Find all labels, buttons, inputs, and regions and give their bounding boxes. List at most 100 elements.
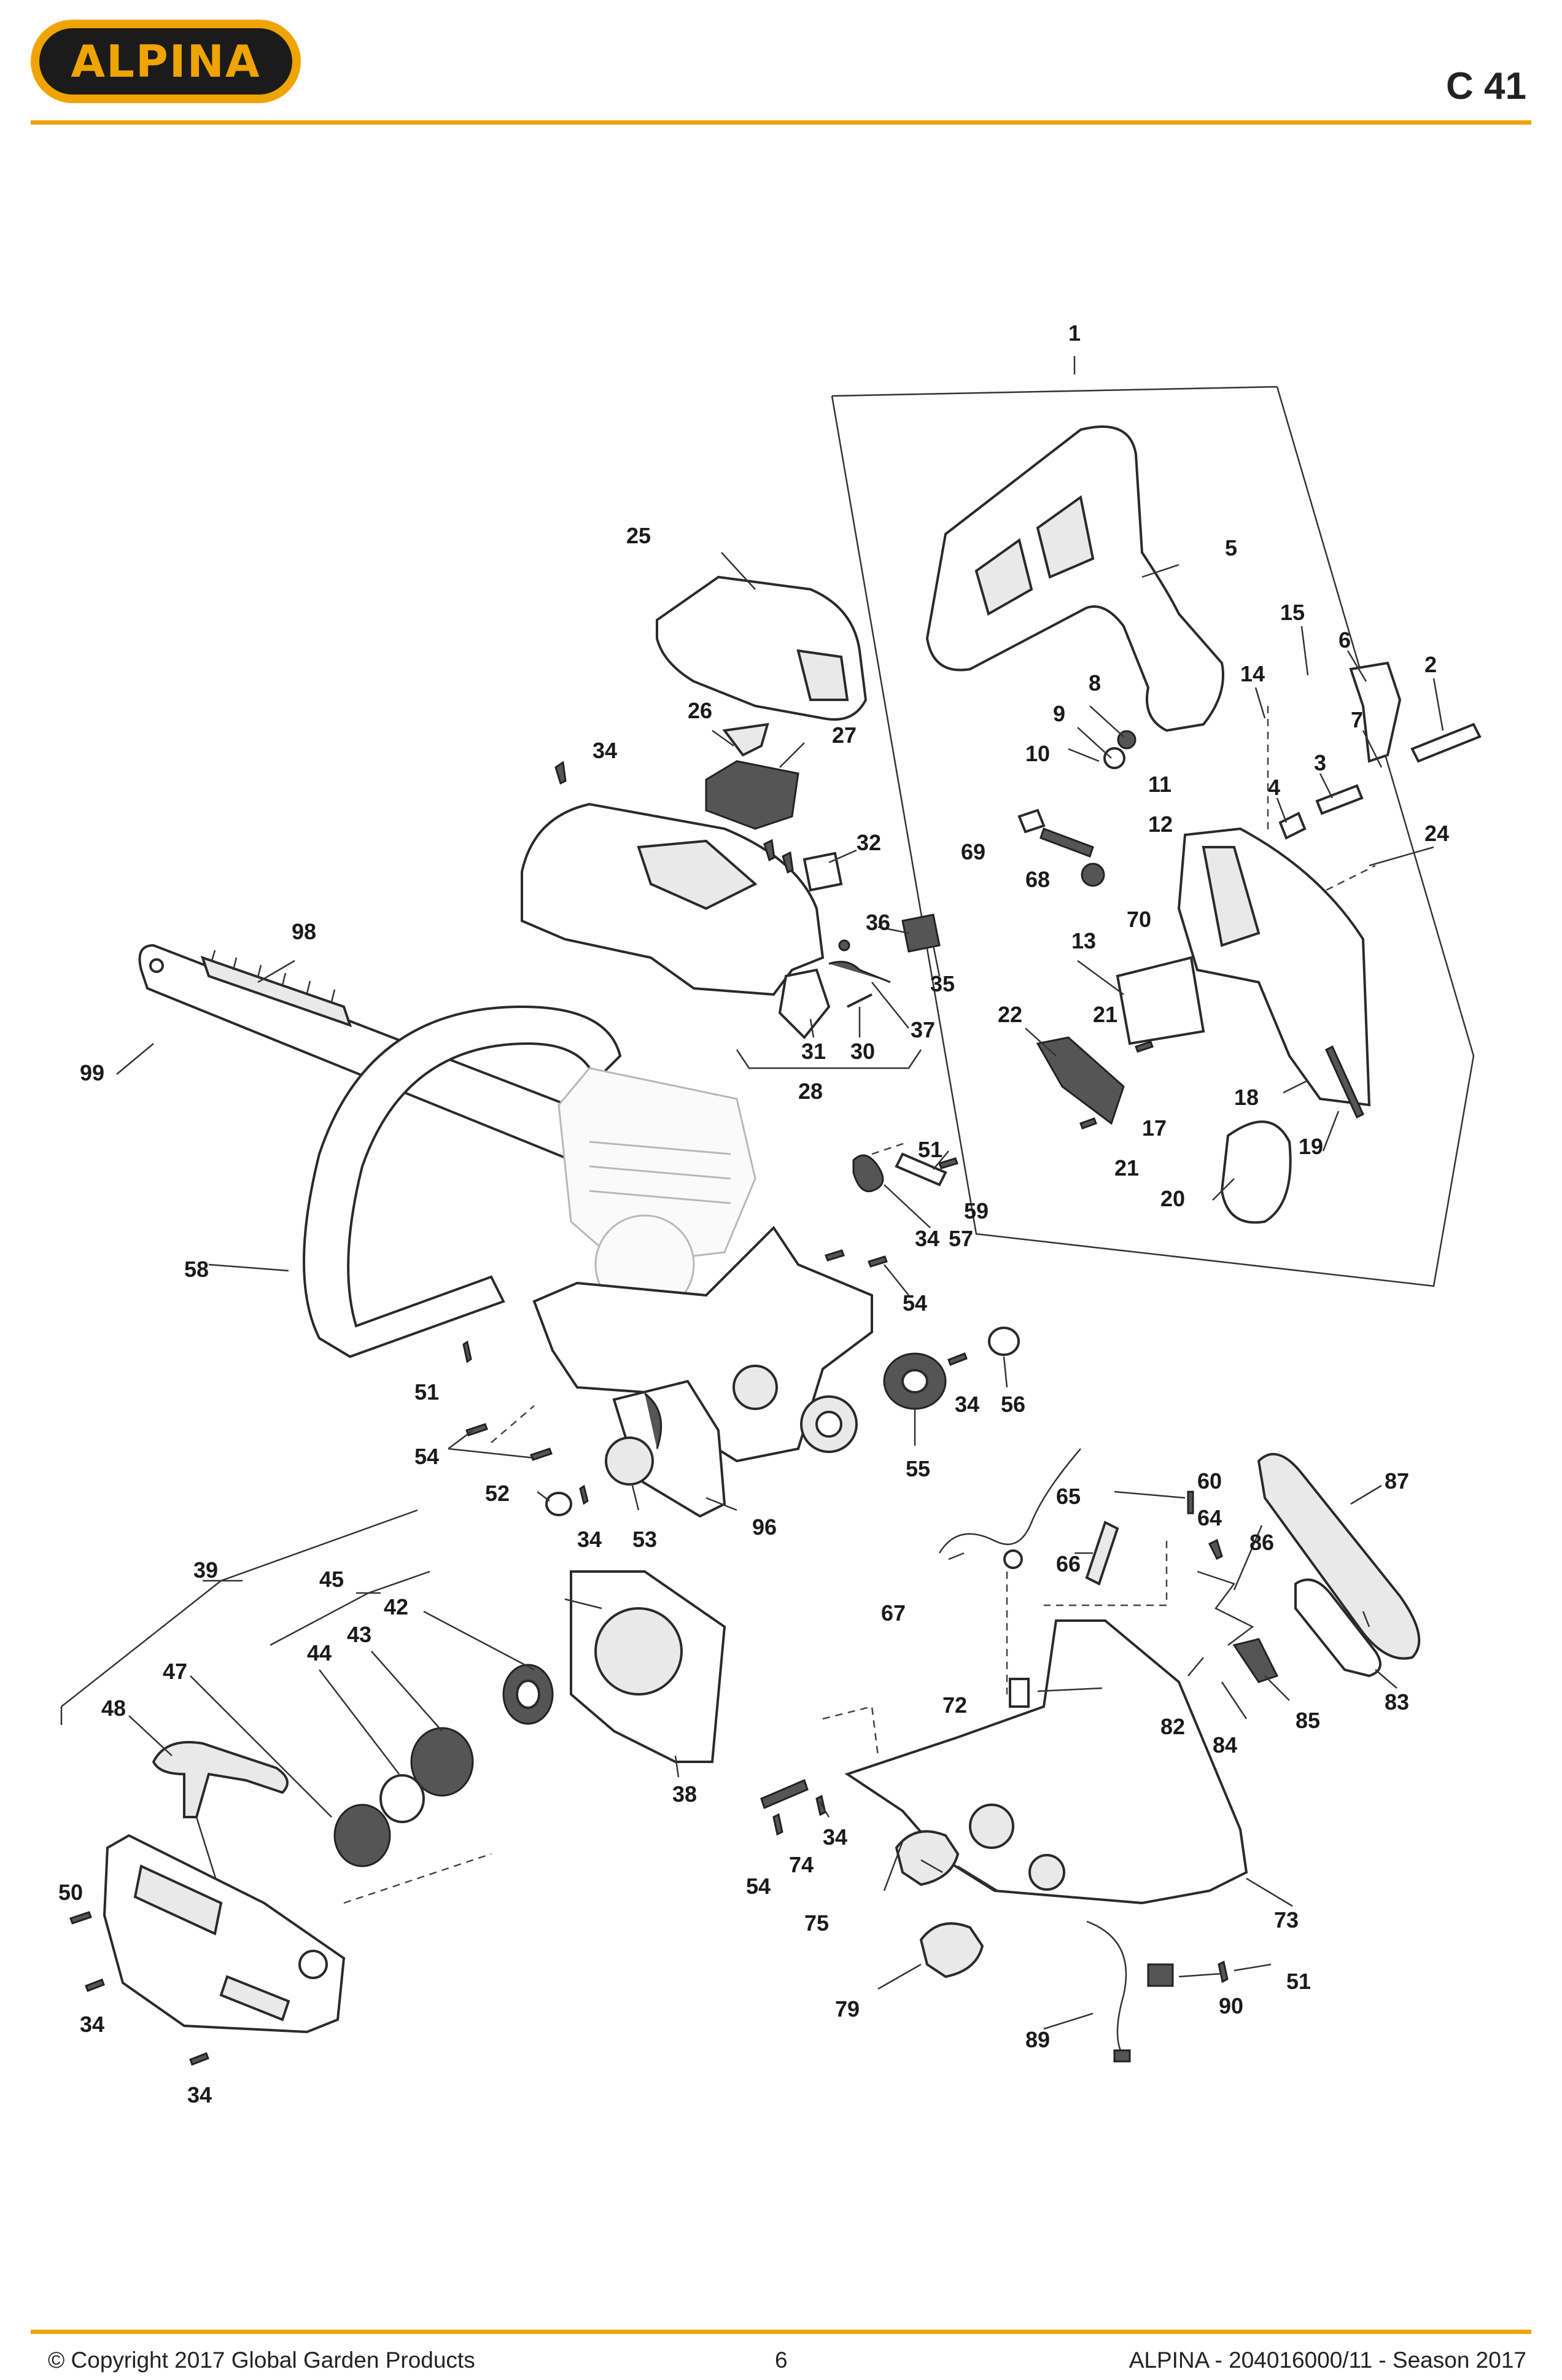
part-label: 10 xyxy=(1025,741,1050,766)
part-label: 25 xyxy=(626,523,651,548)
part-label: 85 xyxy=(1296,1708,1320,1733)
part-label: 21 xyxy=(1093,1002,1117,1027)
part-label: 83 xyxy=(1385,1689,1409,1715)
rewind-spring-part-47 xyxy=(333,1804,391,1867)
switch-part-90 xyxy=(1147,1963,1174,1987)
part-label: 74 xyxy=(789,1852,814,1877)
part-label: 34 xyxy=(80,2012,104,2037)
part-label: 13 xyxy=(1071,928,1096,953)
part-label: 15 xyxy=(1280,600,1305,625)
filter-part-72 xyxy=(1009,1678,1030,1708)
part-label: 90 xyxy=(1219,1993,1243,2018)
engine-housing xyxy=(532,1225,873,1463)
part-label: 20 xyxy=(1160,1186,1185,1211)
spring-part-43 xyxy=(410,1727,474,1797)
part-label: 37 xyxy=(911,1017,935,1042)
part-label: 59 xyxy=(964,1198,989,1223)
part-label: 26 xyxy=(688,698,712,723)
part-label: 51 xyxy=(918,1137,942,1162)
part-label: 64 xyxy=(1197,1505,1222,1530)
part-label: 55 xyxy=(906,1456,930,1481)
part-label: 2 xyxy=(1424,652,1437,677)
part-label: 22 xyxy=(998,1002,1022,1027)
part-label: 87 xyxy=(1385,1468,1409,1494)
part-label: 68 xyxy=(1025,867,1050,892)
group-1-outline xyxy=(831,356,1475,1287)
pulley-part-42 xyxy=(502,1664,554,1725)
part-labels: 1 2 3 4 5 6 7 8 9 10 11 12 13 14 15 17 1… xyxy=(58,320,1449,2107)
spring-part-57 xyxy=(852,1154,884,1193)
part-label: 34 xyxy=(577,1527,602,1552)
filter-clip-part-26 xyxy=(722,723,769,757)
part-label: 50 xyxy=(58,1880,83,1905)
copyright-text: © Copyright 2017 Global Garden Products xyxy=(48,2347,475,2373)
throttle-lever-part-85 xyxy=(1232,1638,1279,1683)
part-label: 34 xyxy=(955,1392,979,1417)
part-label: 12 xyxy=(1148,812,1173,837)
fuel-cap-part-75 xyxy=(895,1830,960,1886)
part-label: 65 xyxy=(1056,1484,1081,1509)
plug-part-56 xyxy=(988,1327,1020,1356)
plug-part-52 xyxy=(545,1492,572,1516)
oil-cap-part-79 xyxy=(919,1922,984,1979)
part-label: 4 xyxy=(1268,775,1280,800)
screws xyxy=(69,761,1229,2066)
part-label: 36 xyxy=(866,910,890,935)
assembly-guides xyxy=(343,706,1376,1904)
brand-logo: ALPINA xyxy=(31,20,301,103)
part-label: 70 xyxy=(1127,907,1151,932)
handle-cover-part-83 xyxy=(1294,1578,1381,1678)
air-filter-part-27 xyxy=(705,760,799,830)
spring-part-74 xyxy=(760,1778,809,1810)
part-label: 34 xyxy=(187,2082,212,2107)
part-label: 42 xyxy=(384,1594,408,1619)
part-label: 58 xyxy=(184,1257,209,1282)
starter-cover-part-50 xyxy=(103,1834,346,2034)
part-label: 54 xyxy=(414,1444,439,1469)
part-label: 84 xyxy=(1213,1732,1237,1758)
part-label: 7 xyxy=(1351,707,1363,732)
part-label: 34 xyxy=(823,1824,847,1850)
tank-vent-part-53 xyxy=(605,1392,662,1486)
part-label: 44 xyxy=(307,1640,332,1665)
model-title: C 41 xyxy=(1446,65,1526,107)
part-label: 17 xyxy=(1142,1115,1167,1141)
part-label: 96 xyxy=(752,1514,777,1540)
pin-part-4 xyxy=(1278,812,1307,840)
part-label: 45 xyxy=(319,1567,344,1592)
document-reference: ALPINA - 204016000/11 - Season 2017 xyxy=(1129,2347,1526,2373)
throttle-rod-part-86 xyxy=(1197,1570,1254,1646)
pin-part-69 xyxy=(1017,808,1046,834)
group-39-45-brackets xyxy=(60,1509,430,1725)
part-label: 9 xyxy=(1053,701,1065,726)
part-label: 28 xyxy=(798,1079,823,1104)
part-label: 73 xyxy=(1274,1907,1299,1932)
cylinder-cover xyxy=(521,802,825,996)
part-label: 3 xyxy=(1314,750,1326,775)
page-header: ALPINA C 41 xyxy=(0,0,1562,135)
part-label: 48 xyxy=(101,1696,126,1721)
brand-name: ALPINA xyxy=(71,36,261,87)
brake-band-part-20 xyxy=(1220,1120,1292,1224)
part-label: 89 xyxy=(1025,2027,1050,2052)
part-label: 60 xyxy=(1197,1468,1222,1494)
part-label: 47 xyxy=(163,1659,187,1684)
part-label: 30 xyxy=(850,1039,875,1064)
part-label: 5 xyxy=(1225,535,1237,560)
starter-housing-part-38 xyxy=(570,1570,726,1763)
rear-handle-part-87 xyxy=(1257,1452,1421,1660)
part-label: 34 xyxy=(915,1226,939,1251)
chain-tensioner-plate xyxy=(1116,956,1205,1045)
cable-part-89 xyxy=(1086,1920,1131,2063)
part-label: 31 xyxy=(801,1039,826,1064)
footer-divider xyxy=(31,2330,1531,2334)
part-label: 51 xyxy=(414,1379,439,1405)
part-label: 24 xyxy=(1424,821,1449,846)
part-label: 72 xyxy=(942,1692,967,1718)
part-label: 14 xyxy=(1240,661,1265,686)
part-label: 6 xyxy=(1339,627,1351,653)
lever-part-6 xyxy=(1349,661,1402,763)
part-label: 56 xyxy=(1001,1392,1025,1417)
part-label: 79 xyxy=(835,1996,860,2021)
spring-part-19 xyxy=(1325,1045,1364,1119)
